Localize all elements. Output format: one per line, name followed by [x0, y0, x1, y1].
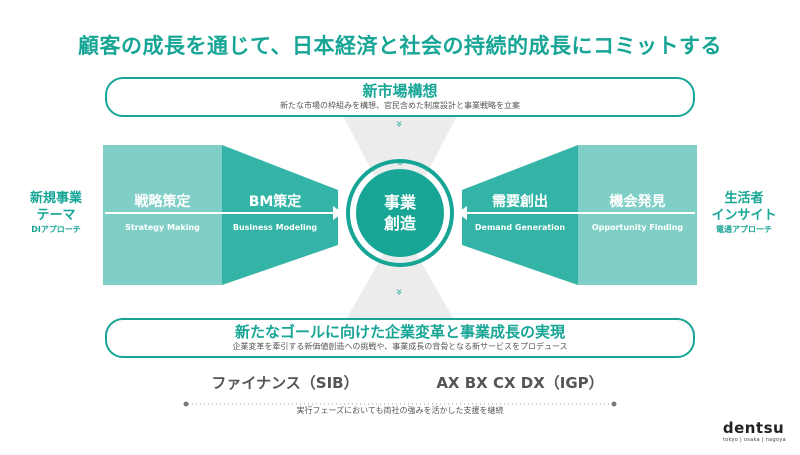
new-market-title: 新市場構想 — [362, 82, 438, 100]
cycle-ring — [346, 159, 454, 267]
transformation-title: 新たなゴールに向けた企業変革と事業成長の実現 — [234, 323, 565, 341]
left-label-line1: 新規事業 — [29, 191, 82, 206]
stage-opportunity-subtitle: Opportunity Finding — [591, 223, 684, 232]
hourglass-bottom — [340, 225, 460, 330]
brand-name: dentsu — [722, 419, 785, 437]
center-circle — [356, 169, 444, 257]
stage-bm-subtitle: Business Modeling — [232, 223, 318, 232]
stage-strategy-title: 戦略策定 — [134, 194, 191, 210]
ring-chevron-top: » — [397, 158, 403, 169]
ring-chevron-bottom: « — [397, 260, 403, 271]
transformation-subtitle: 企業変革を牽引する新価値創造への挑戦や、事業成長の背骨となる新サービスをプロデュ… — [232, 342, 568, 351]
new-market-box: 新市場構想 新たな市場の枠組みを構想、官民含めた制度設計と事業戦略を立案 — [105, 77, 695, 117]
right-label-line1: 生活者 — [724, 191, 764, 206]
right-label-line2: インサイト — [711, 208, 777, 223]
stage-demand-subtitle: Demand Generation — [474, 223, 566, 232]
left-funnel-outer — [103, 145, 222, 285]
footnote-wrap: 実行フェーズにおいても両社の強みを活かした支援を継続 — [0, 398, 800, 417]
left-label-line2: テーマ — [36, 208, 76, 223]
right-arrowhead — [457, 206, 467, 220]
footnote-dot-right — [611, 401, 617, 407]
right-funnel-inner — [462, 145, 578, 285]
chevron-down-icon-top: » — [393, 121, 406, 128]
left-label-sub: DIアプローチ — [31, 225, 81, 234]
left-funnel-inner — [222, 145, 338, 285]
transformation-box: 新たなゴールに向けた企業変革と事業成長の実現 企業変革を牽引する新価値創造への挑… — [105, 318, 695, 358]
right-label-sub: 電通アプローチ — [716, 225, 772, 234]
headline: 顧客の成長を通じて、日本経済と社会の持続的成長にコミットする — [78, 34, 722, 58]
right-label: 生活者 インサイト 電通アプローチ — [702, 190, 786, 235]
brand-logo: dentsu tokyo | osaka | nagoya — [723, 419, 786, 443]
stage-strategy-subtitle: Strategy Making — [125, 223, 200, 232]
right-funnel-outer — [578, 145, 697, 285]
program-finance: ファイナンス（SIB） — [211, 374, 359, 392]
brand-sub: tokyo | osaka | nagoya — [722, 437, 786, 443]
center-line1: 事業 — [383, 193, 416, 212]
center-label: 事業 創造 — [360, 192, 440, 234]
center-line2: 創造 — [383, 214, 416, 233]
footnote: 実行フェーズにおいても両社の強みを活かした支援を継続 — [290, 406, 510, 415]
stage-demand-title: 需要創出 — [492, 194, 548, 210]
chevron-down-icon-bottom: » — [393, 289, 406, 296]
stage-bm-title: BM策定 — [248, 194, 302, 210]
new-market-subtitle: 新たな市場の枠組みを構想、官民含めた制度設計と事業戦略を立案 — [280, 101, 520, 110]
left-arrowhead — [333, 206, 343, 220]
stage-opportunity-title: 機会発見 — [609, 194, 666, 210]
footnote-dot-left — [183, 401, 189, 407]
left-label: 新規事業 テーマ DIアプローチ — [14, 190, 98, 235]
program-transformation: AX BX CX DX（IGP） — [436, 374, 604, 392]
hourglass-top — [340, 110, 460, 225]
